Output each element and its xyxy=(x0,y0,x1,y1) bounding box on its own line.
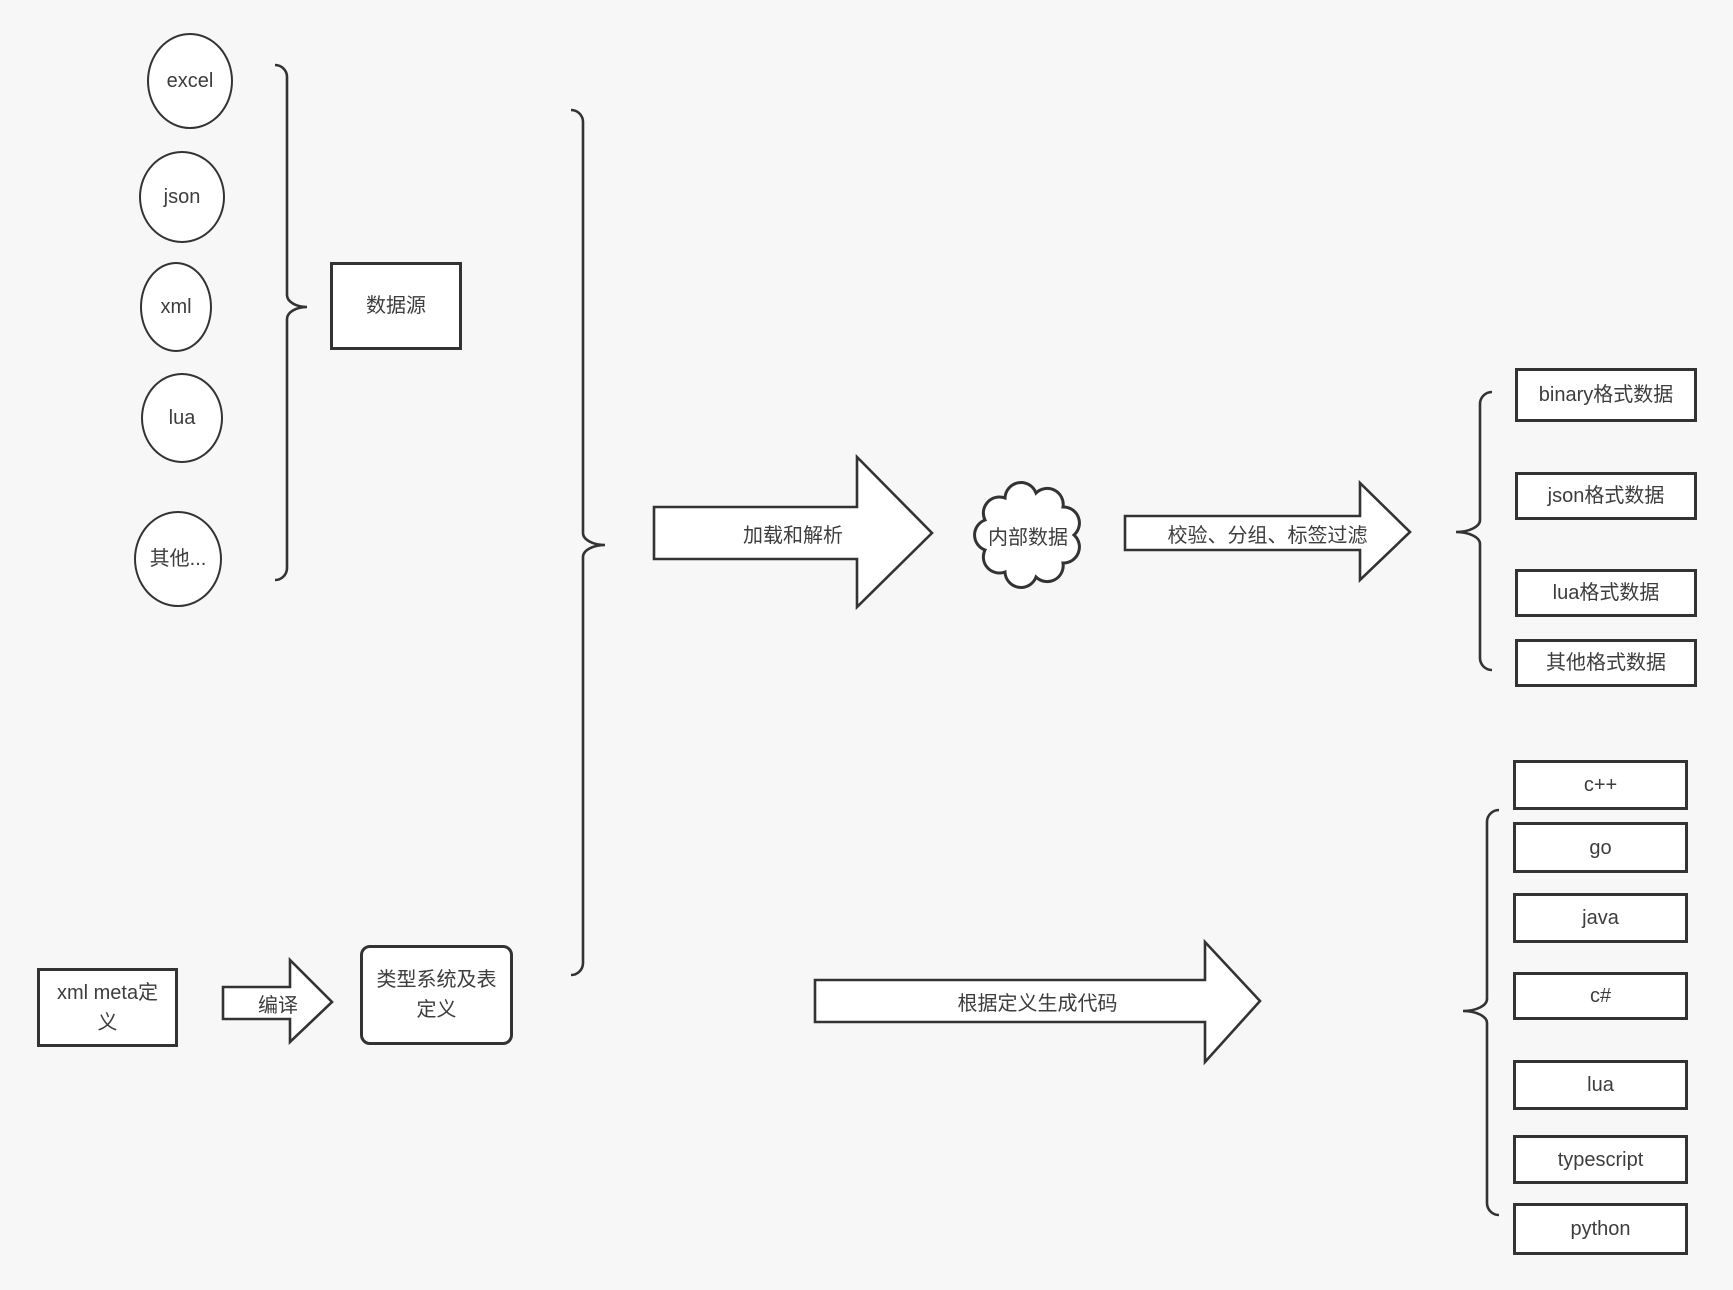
internal-data-cloud xyxy=(973,481,1081,589)
xml-meta-label: xml meta定义 xyxy=(56,981,159,1034)
compile-arrow xyxy=(221,956,334,1046)
pipeline-input-brace xyxy=(570,108,606,977)
data-formats-brace xyxy=(1455,390,1493,672)
internal-data-label: 内部数据 xyxy=(988,526,1068,549)
language-box-lua: lua xyxy=(1513,1060,1688,1110)
type-system-box: 类型系统及表定义 xyxy=(360,945,513,1045)
codegen-arrow-label: 根据定义生成代码 xyxy=(957,992,1118,1015)
type-system-label: 类型系统及表定义 xyxy=(376,969,497,1021)
load-parse-arrow xyxy=(652,453,934,611)
compile-arrow-label: 编译 xyxy=(258,994,298,1017)
language-box-go: go xyxy=(1513,822,1688,873)
language-box-python: python xyxy=(1513,1203,1688,1255)
xml-meta-box: xml meta定义 xyxy=(37,968,178,1047)
format-box-binary: binary格式数据 xyxy=(1515,368,1697,422)
codegen-arrow xyxy=(813,938,1262,1066)
format-box-lua: lua格式数据 xyxy=(1515,569,1697,617)
languages-brace xyxy=(1462,808,1500,1217)
source-ellipse-excel: excel xyxy=(147,33,233,129)
language-box-java: java xyxy=(1513,893,1688,943)
load-parse-arrow-label: 加载和解析 xyxy=(743,524,843,547)
filter-arrow xyxy=(1123,479,1412,584)
data-source-box: 数据源 xyxy=(330,262,462,350)
language-box-csharp: c# xyxy=(1513,972,1688,1020)
language-box-cpp: c++ xyxy=(1513,760,1688,810)
source-ellipse-xml: xml xyxy=(140,262,212,352)
format-box-json: json格式数据 xyxy=(1515,472,1697,520)
source-ellipse-other: 其他... xyxy=(134,511,222,607)
filter-arrow-label: 校验、分组、标签过滤 xyxy=(1167,524,1368,547)
sources-group-brace xyxy=(274,63,308,582)
language-box-typescript: typescript xyxy=(1513,1135,1688,1184)
source-ellipse-lua: lua xyxy=(141,373,223,463)
format-box-other: 其他格式数据 xyxy=(1515,639,1697,687)
source-ellipse-json: json xyxy=(139,151,225,243)
